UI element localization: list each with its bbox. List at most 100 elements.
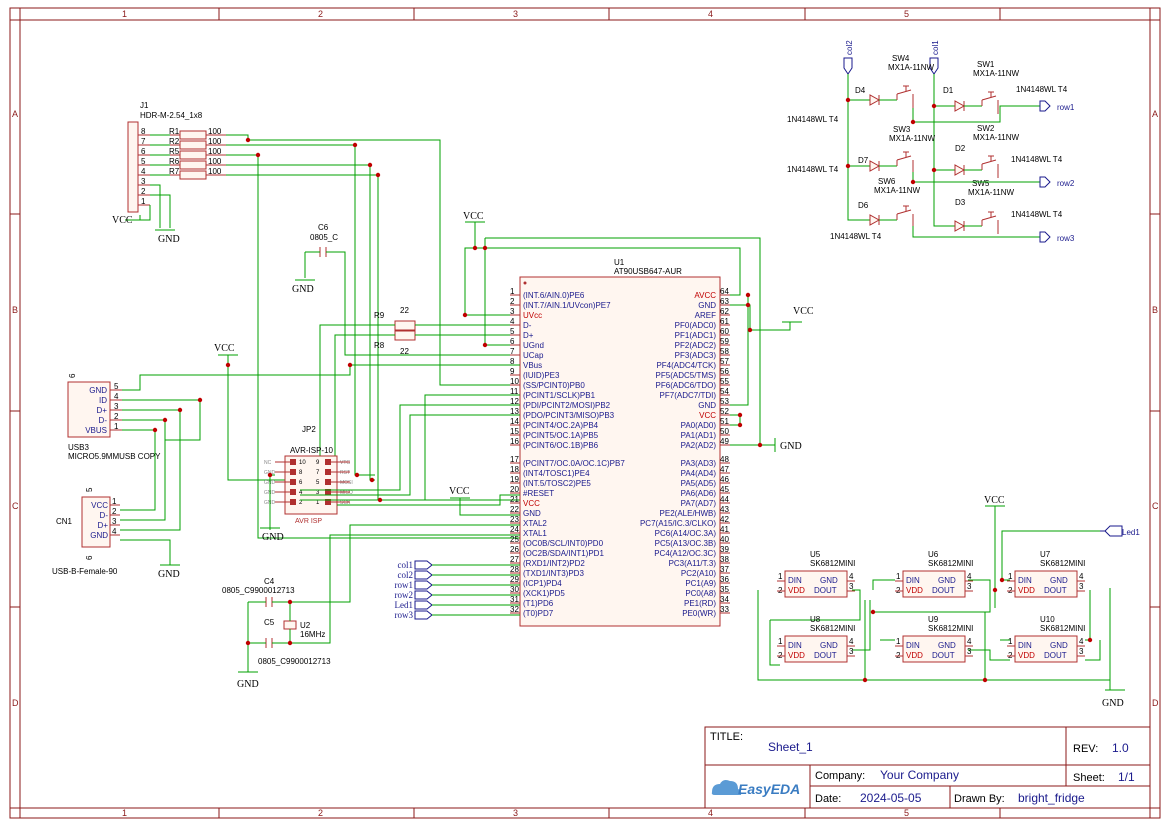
net-flag-label: row1 bbox=[395, 580, 414, 590]
diode-ref: D6 bbox=[858, 201, 869, 210]
cn1-pin-name: GND bbox=[90, 531, 108, 540]
u1-pin-name: PA0(AD0) bbox=[681, 421, 717, 430]
cn1-ref: CN1 bbox=[56, 517, 73, 526]
u1-pin-num: 61 bbox=[720, 317, 729, 326]
u1-pin-num: 5 bbox=[510, 327, 515, 336]
date-label: Date: bbox=[815, 793, 841, 805]
rev-value: 1.0 bbox=[1112, 741, 1129, 755]
switch-value: MX1A-11NW bbox=[973, 133, 1020, 142]
u2-value: 16MHz bbox=[300, 630, 325, 639]
led-pin-dout: DOUT bbox=[814, 651, 837, 660]
net-flag-label: row3 bbox=[395, 610, 414, 620]
ruler-col-bottom-3: 3 bbox=[513, 808, 518, 818]
led-pin-num: 1 bbox=[1008, 637, 1013, 646]
net-flag-label: col1 bbox=[398, 560, 414, 570]
switch-value: MX1A-11NW bbox=[889, 134, 936, 143]
u1-pin-num: 37 bbox=[720, 565, 729, 574]
u1-pin-num: 8 bbox=[510, 357, 515, 366]
resistor-ref: R1 bbox=[169, 127, 180, 136]
u1-pin-name: (PCINT7/OC.0A/OC.1C)PB7 bbox=[523, 459, 625, 468]
u1-pin-num: 27 bbox=[510, 555, 519, 564]
led-pin-num: 4 bbox=[967, 637, 972, 646]
c4-ref: C4 bbox=[264, 577, 275, 586]
c4-value: 0805_C9900012713 bbox=[222, 586, 295, 595]
row1-port bbox=[1039, 100, 1051, 112]
diode-ref: D7 bbox=[858, 156, 869, 165]
u2-ref: U2 bbox=[300, 621, 311, 630]
u1-pin-num: 32 bbox=[510, 605, 519, 614]
led-pin-dout: DOUT bbox=[932, 586, 955, 595]
u1-pin-num: 34 bbox=[720, 595, 729, 604]
resistor-ref: R2 bbox=[169, 137, 180, 146]
led-ref: U8 bbox=[810, 615, 821, 624]
row3-port bbox=[1039, 231, 1051, 243]
net-flag-label: col2 bbox=[398, 570, 414, 580]
diode-value: 1N4148WL T4 bbox=[830, 232, 882, 241]
net-flag-row2 bbox=[414, 590, 433, 600]
u1-pin-name: (INT.7/AIN.1/UVcon)PE7 bbox=[523, 301, 611, 310]
rev-label: REV: bbox=[1073, 743, 1098, 755]
u1-pin-name: (PCINT6/OC.1B)PB6 bbox=[523, 441, 599, 450]
u1-pin-name: GND bbox=[523, 509, 541, 518]
ruler-row-right-A: A bbox=[1152, 109, 1158, 119]
j1-pin-2: 2 bbox=[141, 187, 146, 196]
junction-dots bbox=[152, 97, 1093, 683]
u1-pin-num: 25 bbox=[510, 535, 519, 544]
vcc-label-right: VCC bbox=[793, 306, 814, 317]
u1-pin-num: 59 bbox=[720, 337, 729, 346]
j1-pin-3: 3 bbox=[141, 177, 146, 186]
u1-pin-num: 28 bbox=[510, 565, 519, 574]
u1-pin-num: 50 bbox=[720, 427, 729, 436]
u1-pin-num: 3 bbox=[510, 307, 515, 316]
u1-pin-num: 42 bbox=[720, 515, 729, 524]
led-ref: U5 bbox=[810, 550, 821, 559]
u1-pin-num: 6 bbox=[510, 337, 515, 346]
ruler-col-2: 2 bbox=[318, 9, 323, 19]
net-flag-row1 bbox=[414, 580, 433, 590]
u1-pin-name: PF5(ADC5/TMS) bbox=[656, 371, 717, 380]
u1-pin-num: 10 bbox=[510, 377, 519, 386]
jp2-ref: JP2 bbox=[302, 425, 316, 434]
r8-ref: R8 bbox=[374, 341, 385, 350]
u1-pin-num: 12 bbox=[510, 397, 519, 406]
ruler-col-4: 4 bbox=[708, 9, 713, 19]
diode-value: 1N4148WL T4 bbox=[787, 115, 839, 124]
cn1-pin-num: 4 bbox=[112, 527, 117, 536]
u1-pin-name: PF6(ADC6/TDO) bbox=[656, 381, 717, 390]
u1-pin-num: 47 bbox=[720, 465, 729, 474]
net-flag-col1 bbox=[414, 560, 433, 570]
diode-ref: D1 bbox=[943, 86, 954, 95]
r9-r8-resistors: R9 22 R8 22 bbox=[300, 306, 520, 486]
u1-pin-name: UCap bbox=[523, 351, 544, 360]
diode-ref: D4 bbox=[855, 86, 866, 95]
u1-pin-num: 21 bbox=[510, 495, 519, 504]
led-module-body bbox=[902, 635, 966, 663]
u1-pin-num: 56 bbox=[720, 367, 729, 376]
u1-ref: U1 bbox=[614, 258, 625, 267]
u1-pin-name: XTAL2 bbox=[523, 519, 547, 528]
easyeda-logo: EasyEDA bbox=[711, 780, 800, 797]
u1-pin-name: D- bbox=[523, 321, 532, 330]
u1-pin-num: 29 bbox=[510, 575, 519, 584]
j1-pin-7: 7 bbox=[141, 137, 146, 146]
diode-ref: D3 bbox=[955, 198, 966, 207]
led-pin-gnd: GND bbox=[820, 576, 838, 585]
u1-pin-name: (XCK1)PD5 bbox=[523, 589, 565, 598]
u1-pin-name: (INT.6/AIN.0)PE6 bbox=[523, 291, 585, 300]
diode-symbol bbox=[869, 160, 881, 172]
u1-pin-num: 57 bbox=[720, 357, 729, 366]
u1-pin-name: (SS/PCINT0)PB0 bbox=[523, 381, 585, 390]
ruler-col-bottom-2: 2 bbox=[318, 808, 323, 818]
row3-port-label: row3 bbox=[1057, 234, 1075, 243]
resistor-value: 100 bbox=[208, 167, 222, 176]
u1-pin-num: 52 bbox=[720, 407, 729, 416]
u1-pin-num: 63 bbox=[720, 297, 729, 306]
u1-pin-name: PE1(RD) bbox=[684, 599, 716, 608]
u1-pin-num: 48 bbox=[720, 455, 729, 464]
led-module-body bbox=[784, 570, 848, 598]
led-pin-din: DIN bbox=[906, 576, 920, 585]
diode-symbol bbox=[954, 100, 966, 112]
led-value: SK6812MINI bbox=[928, 559, 973, 568]
